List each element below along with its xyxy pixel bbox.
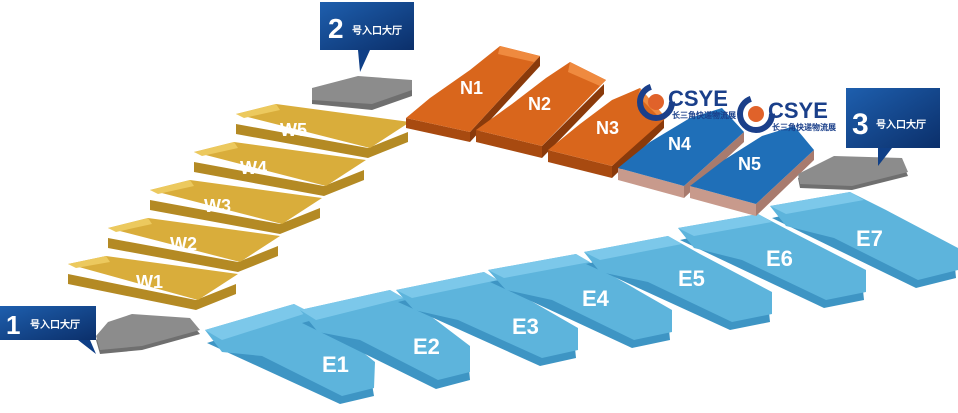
hall-w1[interactable]: W1 — [68, 256, 238, 310]
hall-label-w5: W5 — [280, 120, 307, 140]
hall-label-e2: E2 — [413, 334, 440, 359]
entrance-label-2: 号入口大厅 — [352, 24, 402, 37]
hall-n1[interactable]: N1 — [406, 46, 540, 142]
logo-name-1: CSYE — [668, 86, 728, 111]
hall-label-n2: N2 — [528, 94, 551, 114]
entrance-sign-1: 1 号入口大厅 — [0, 306, 96, 354]
hall-w2[interactable]: W2 — [108, 218, 280, 272]
logo-ring-icon — [737, 95, 775, 133]
entrance-number-1: 1 — [6, 310, 20, 340]
courier-icon — [748, 106, 764, 122]
hall-label-w2: W2 — [170, 234, 197, 254]
hall-e2[interactable]: E2 — [300, 290, 470, 389]
west-halls: W1 W2 W3 W4 W5 — [68, 104, 410, 310]
east-halls: E1 E2 E3 E4 E5 — [205, 192, 958, 404]
hall-label-e1: E1 — [322, 352, 349, 377]
hall-n2[interactable]: N2 — [476, 62, 606, 158]
north-halls: N1 N2 N3 N4 N5 — [406, 46, 814, 216]
logo-ring-icon — [637, 83, 675, 121]
hall-label-e7: E7 — [856, 226, 883, 251]
hall-e7[interactable]: E7 — [770, 192, 958, 288]
hall-label-n5: N5 — [738, 154, 761, 174]
lobby-2[interactable] — [312, 76, 412, 110]
entrance-number-2: 2 — [328, 13, 344, 44]
csye-logo-1: CSYE 长三角快递物流展 — [637, 83, 736, 121]
hall-e1[interactable]: E1 — [205, 304, 375, 404]
hall-w4[interactable]: W4 — [194, 142, 366, 196]
hall-label-e6: E6 — [766, 246, 793, 271]
entrance-number-3: 3 — [852, 108, 869, 141]
hall-e3[interactable]: E3 — [396, 272, 578, 366]
hall-label-n3: N3 — [596, 118, 619, 138]
hall-label-w4: W4 — [240, 158, 267, 178]
hall-e6[interactable]: E6 — [678, 214, 866, 308]
hall-label-w3: W3 — [204, 196, 231, 216]
hall-label-e5: E5 — [678, 266, 705, 291]
courier-icon — [648, 94, 664, 110]
lobby-1[interactable] — [96, 314, 200, 354]
hall-w3[interactable]: W3 — [150, 180, 322, 234]
logo-name-2: CSYE — [768, 98, 828, 123]
hall-n5[interactable]: N5 — [690, 126, 814, 216]
entrance-sign-3: 3 号入口大厅 — [846, 88, 940, 166]
hall-label-n1: N1 — [460, 78, 483, 98]
lobby-3[interactable] — [798, 156, 908, 190]
entrance-sign-2: 2 号入口大厅 — [320, 2, 414, 72]
logo-subtitle-2: 长三角快递物流展 — [772, 122, 836, 132]
entrance-label-1: 号入口大厅 — [30, 318, 80, 331]
hall-e4[interactable]: E4 — [488, 254, 672, 348]
hall-label-e3: E3 — [512, 314, 539, 339]
hall-label-e4: E4 — [582, 286, 610, 311]
entrance-label-3: 号入口大厅 — [876, 118, 926, 131]
csye-logo-2: CSYE 长三角快递物流展 — [737, 95, 836, 133]
hall-w5[interactable]: W5 — [236, 104, 410, 158]
logo-subtitle-1: 长三角快递物流展 — [672, 110, 736, 120]
hall-e5[interactable]: E5 — [584, 236, 772, 330]
hall-label-n4: N4 — [668, 134, 691, 154]
hall-label-w1: W1 — [136, 272, 163, 292]
